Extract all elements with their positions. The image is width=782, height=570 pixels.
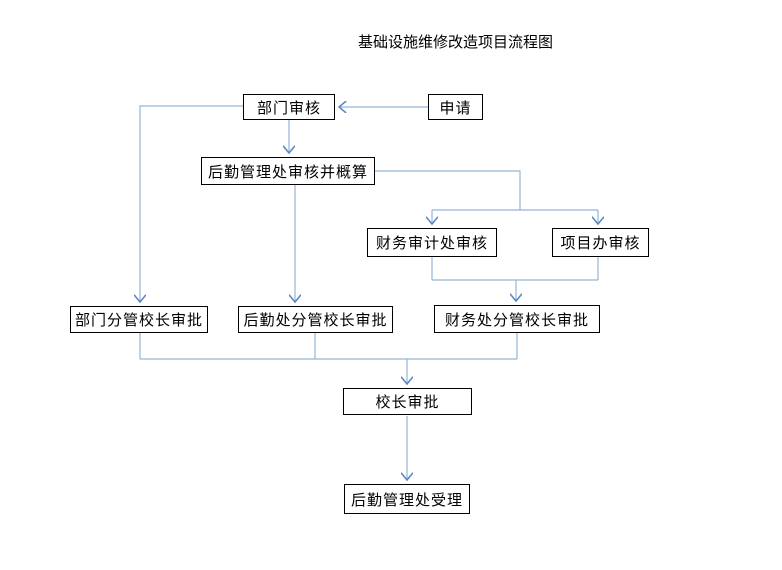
- node-finance-audit-review: 财务审计处审核: [367, 228, 497, 257]
- diagram-title: 基础设施维修改造项目流程图: [358, 33, 554, 51]
- node-dept-review: 部门审核: [243, 94, 335, 120]
- edge-dept-review-to-dept-vp-approval: [140, 105, 243, 302]
- node-finance-vp-approval: 财务处分管校长审批: [434, 305, 600, 333]
- edge-logistics-review-branch-trunk: [375, 170, 521, 210]
- node-president-approval: 校长审批: [343, 388, 472, 415]
- node-project-office-review: 项目办审核: [552, 228, 649, 257]
- node-apply: 申请: [428, 94, 483, 120]
- node-logistics-acceptance: 后勤管理处受理: [344, 484, 470, 514]
- node-logistics-review: 后勤管理处审核并概算: [201, 157, 375, 185]
- node-dept-vp-approval: 部门分管校长审批: [70, 306, 208, 333]
- node-logistics-vp-approval: 后勤处分管校长审批: [238, 306, 393, 333]
